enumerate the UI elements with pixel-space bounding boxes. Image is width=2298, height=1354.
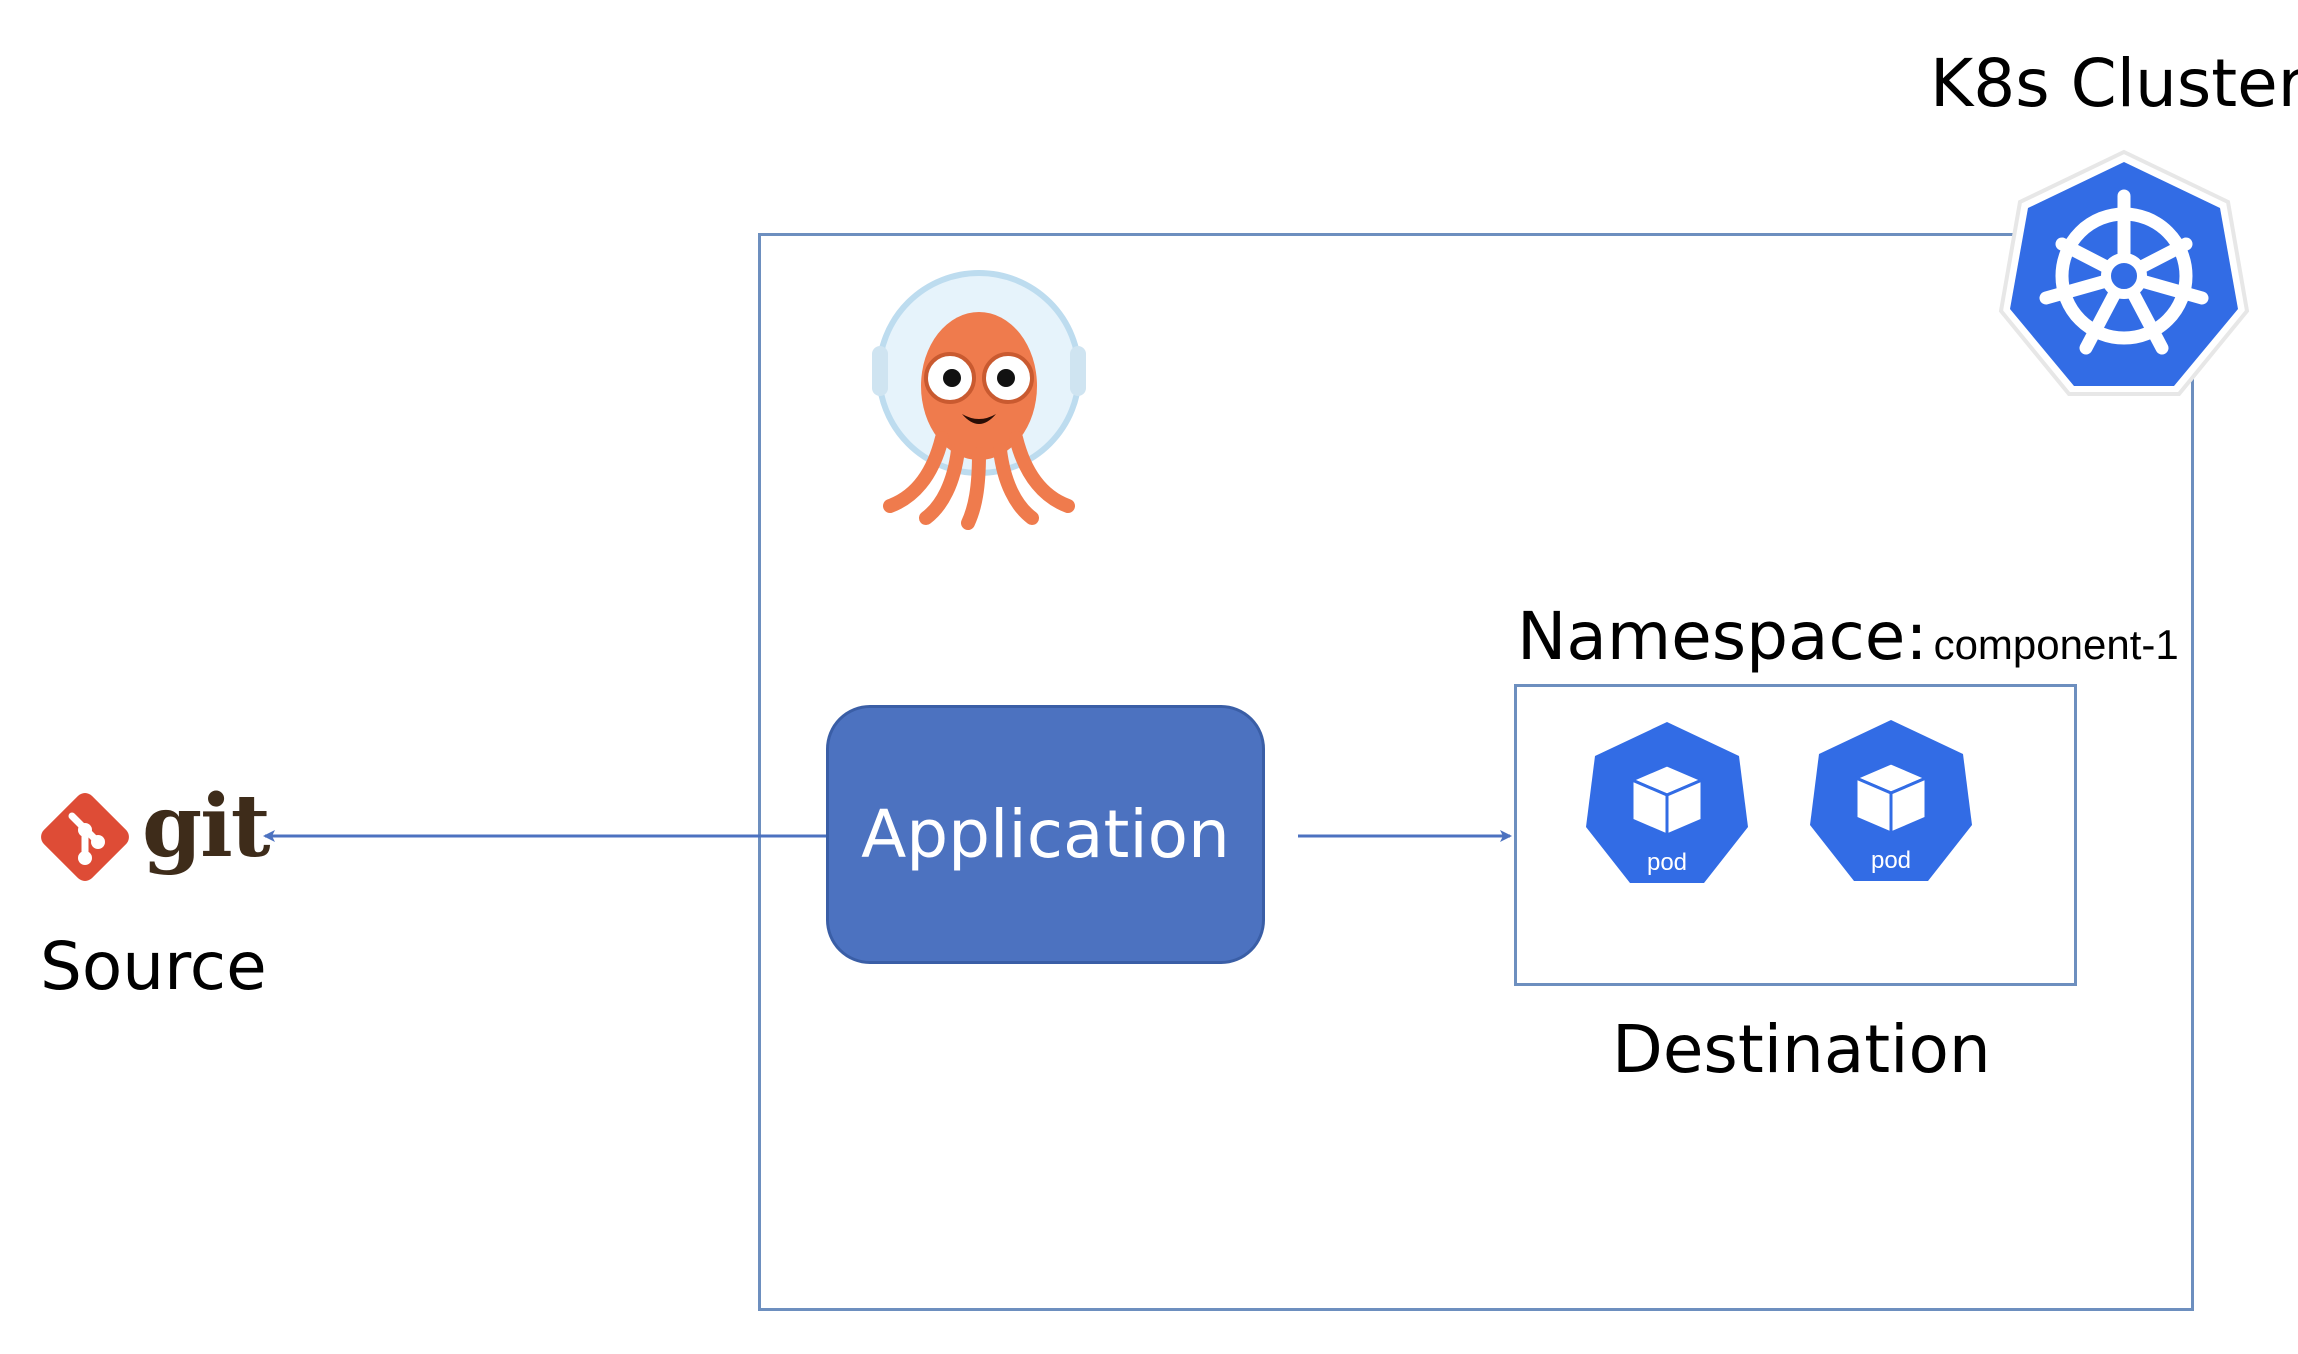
- git-logo-icon: [41, 793, 129, 881]
- kubernetes-helm-icon: [1998, 149, 2250, 396]
- source-label: Source: [40, 928, 267, 1005]
- application-node: Application: [826, 705, 1265, 964]
- cluster-boundary: [758, 233, 2194, 1311]
- pod-node-2: pod: [1810, 720, 1972, 881]
- namespace-key: Namespace:: [1517, 598, 1928, 675]
- pod-label: pod: [1871, 847, 1911, 874]
- namespace-boundary: [1514, 684, 2077, 986]
- namespace-value: component-1: [1933, 621, 2179, 668]
- application-label: Application: [861, 796, 1230, 873]
- argo-octopus-mascot-icon: [872, 270, 1086, 530]
- pod-label: pod: [1647, 849, 1687, 876]
- namespace-label: Namespace:component-1: [1517, 598, 2179, 675]
- destination-label: Destination: [1612, 1011, 1991, 1088]
- git-logo-wordmark: git: [142, 776, 271, 877]
- pod-node-1: pod: [1586, 722, 1748, 883]
- cluster-title: K8s Cluster: [1930, 45, 2298, 122]
